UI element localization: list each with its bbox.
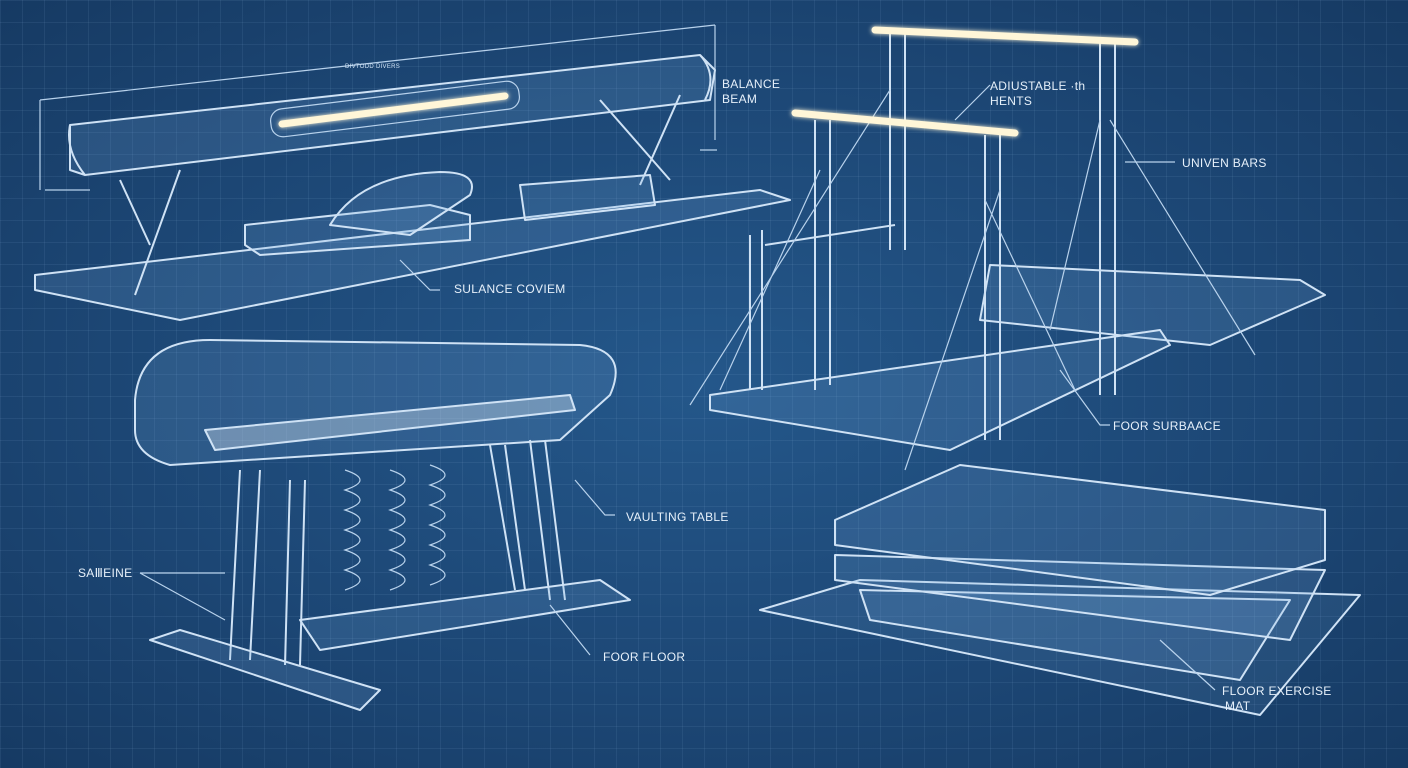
label-floor-mat-line2: MAT xyxy=(1225,699,1251,713)
label-adjustable-line2: HENTS xyxy=(990,94,1032,108)
label-saddeine: SAⅢEINE xyxy=(78,566,132,580)
label-floor-surface: FOOR SURBAACE xyxy=(1113,419,1221,433)
vaulting-table-drawing xyxy=(134,339,631,711)
dimension-note: DIVTODD DIVERS xyxy=(345,64,400,70)
balance-beam-drawing xyxy=(34,24,791,321)
label-balance-beam-line2: BEAM xyxy=(722,92,757,106)
label-adjustable-line1: ADIUSTABLE ·th xyxy=(990,79,1085,93)
floor-exercise-mat-drawing xyxy=(759,464,1361,716)
label-floor-mat-line1: FLOOR EXERCISE xyxy=(1222,684,1332,698)
leader-lines xyxy=(139,84,1216,691)
label-balance-beam-line1: BALANCE xyxy=(722,77,780,91)
label-foor-floor: FOOR FLOOR xyxy=(603,650,685,664)
label-sulance-coviem: SULANCE COVIEM xyxy=(454,282,566,296)
uneven-bars-drawing xyxy=(689,26,1326,471)
label-vaulting-table: VAULTING TABLE xyxy=(626,510,729,524)
label-uneven-bars: UNIVEN BARS xyxy=(1182,156,1267,170)
